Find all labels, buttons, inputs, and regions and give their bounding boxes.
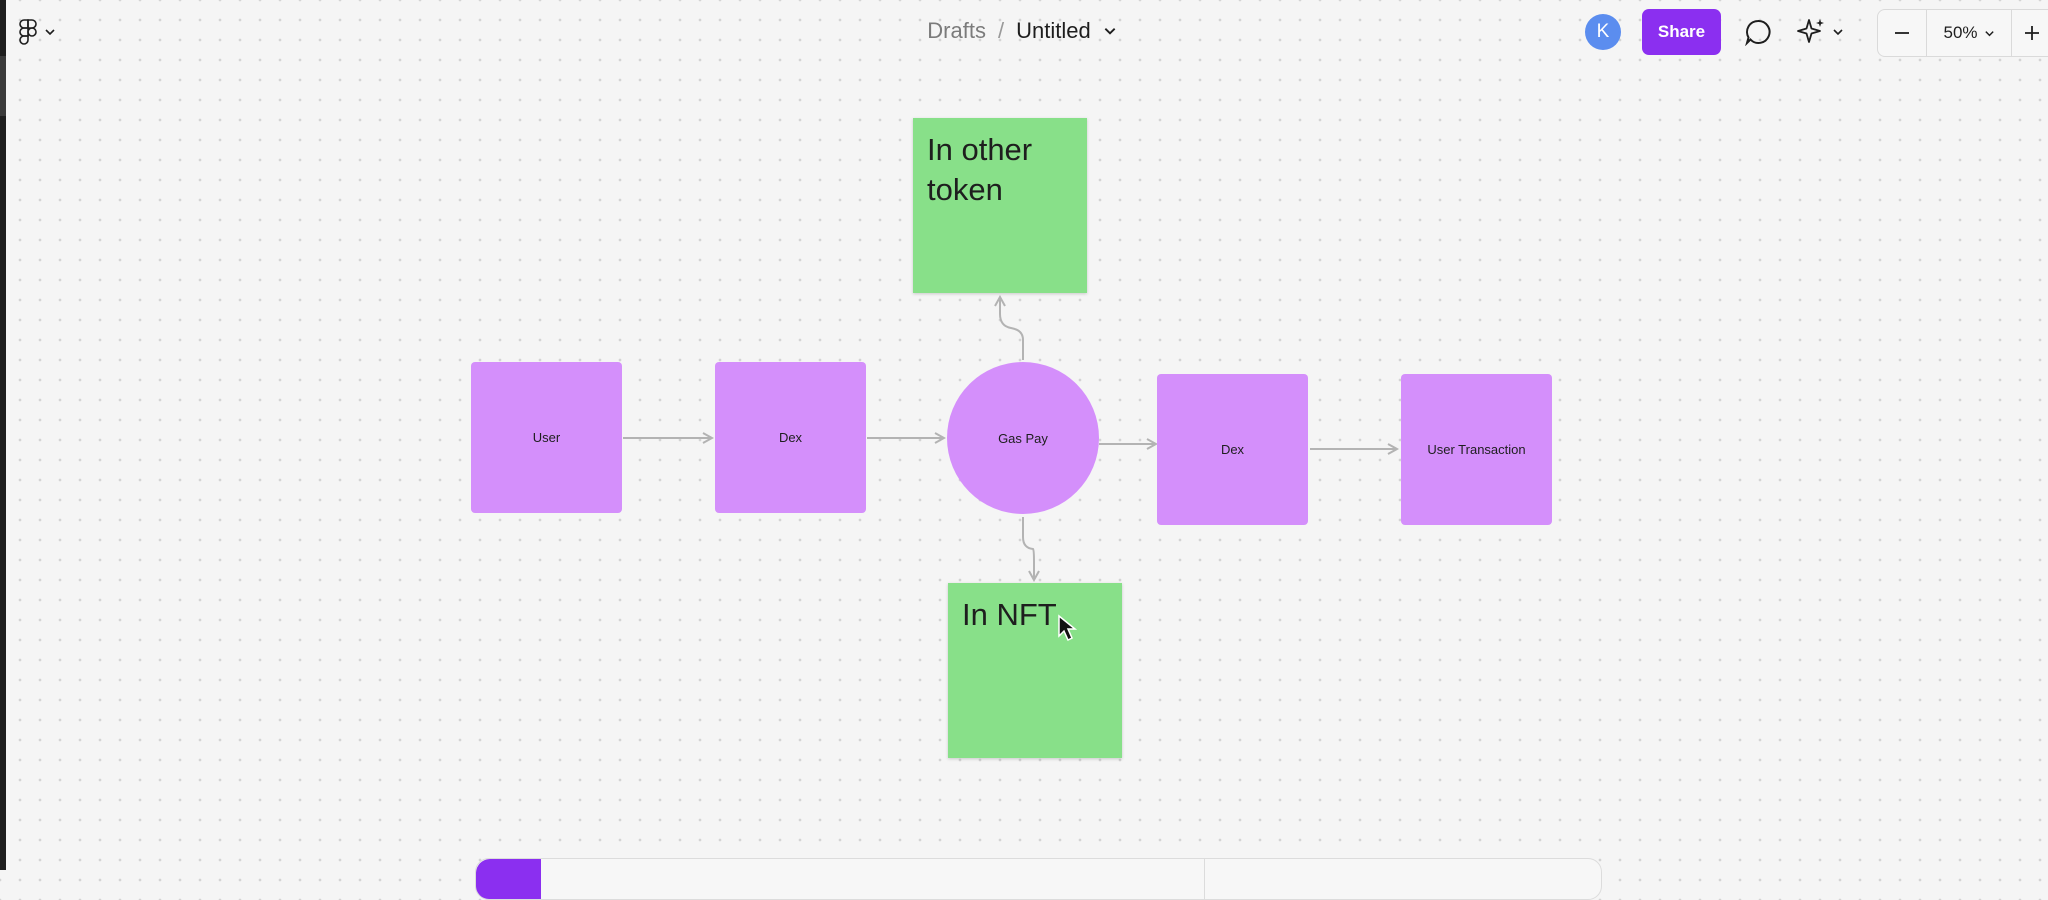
ai-chevron-down-icon [1833,29,1843,36]
avatar[interactable]: K [1585,14,1621,50]
node-dex-right[interactable]: Dex [1157,374,1308,525]
window-edge [0,0,6,870]
main-menu-button[interactable] [18,16,56,48]
sparkle-icon [1797,19,1824,43]
node-user[interactable]: User [471,362,622,513]
figma-logo-icon [19,19,37,45]
bottom-toolbar[interactable] [475,858,1602,900]
share-button[interactable]: Share [1642,9,1721,55]
zoom-controls: 50% [1877,9,2048,57]
connector-gaspay-top [1000,297,1024,360]
sticky-note-bottom[interactable]: In NFT [948,583,1122,758]
chevron-down-icon [45,29,55,36]
node-user-label: User [532,430,561,445]
cursor-arrow-icon [1058,614,1078,642]
top-toolbar: Drafts / Untitled K Share 50% [0,0,2048,64]
ai-tools-button[interactable] [1796,12,1844,52]
node-dex-right-label: Dex [1220,442,1245,457]
breadcrumb-drafts-link[interactable]: Drafts [927,18,986,43]
sticky-note-bottom-text: In NFT [962,597,1057,632]
node-user-transaction-label: User Transaction [1427,442,1526,457]
zoom-in-button[interactable] [2012,10,2048,56]
breadcrumb-separator: / [997,18,1005,43]
minus-icon [1895,32,1909,34]
breadcrumb: Drafts / Untitled [0,18,2048,44]
file-title[interactable]: Untitled [1016,18,1091,43]
node-user-transaction[interactable]: User Transaction [1401,374,1552,525]
sticky-note-top-text: In other token [927,132,1033,207]
sticky-note-top[interactable]: In other token [913,118,1087,293]
plus-icon [2025,26,2039,40]
toolbar-divider [1204,859,1205,899]
connectors-layer [623,0,2048,870]
active-tool-indicator[interactable] [476,859,541,899]
title-chevron-down-icon[interactable] [1103,24,1117,38]
node-dex-left[interactable]: Dex [715,362,866,513]
connector-gaspay-bottom [1022,517,1034,580]
node-gas-pay-label: Gas Pay [998,430,1048,446]
node-gas-pay[interactable]: Gas Pay [947,362,1099,514]
comment-button[interactable] [1740,14,1776,50]
node-dex-left-label: Dex [778,430,803,445]
comment-bubble-icon [1745,19,1771,46]
zoom-level-value: 50% [1943,23,1978,42]
zoom-level-dropdown[interactable]: 50% [1927,10,2012,56]
zoom-chevron-down-icon [1984,30,1994,36]
zoom-out-button[interactable] [1878,10,1927,56]
canvas[interactable]: User Dex Gas Pay Dex User Transaction In… [0,0,2048,870]
